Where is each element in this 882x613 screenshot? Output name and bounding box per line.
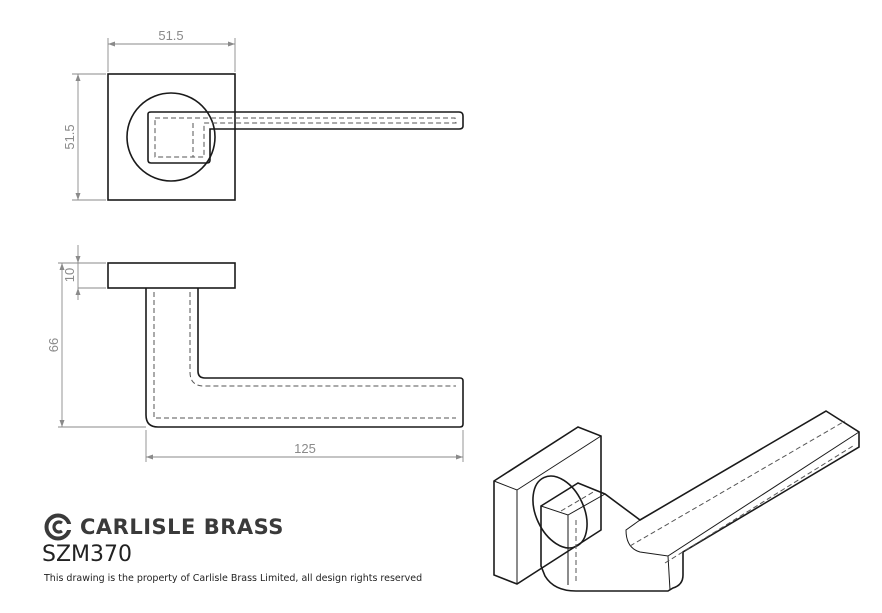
- copyright-disclaimer: This drawing is the property of Carlisle…: [44, 573, 423, 584]
- top-width-label: 51.5: [158, 28, 183, 43]
- side-height-label: 66: [46, 338, 61, 352]
- product-code: SZM370: [42, 542, 133, 567]
- carlisle-brass-logo-icon: [44, 513, 72, 541]
- rose-thickness-dimension: 10: [58, 245, 106, 300]
- lever-top-outline: [147, 111, 464, 164]
- lever-side-outline: [145, 288, 464, 428]
- top-height-dimension: 51.5: [62, 73, 106, 201]
- top-view: 51.5 51.5: [62, 28, 464, 201]
- isometric-view: [493, 410, 860, 592]
- rose-side: [107, 262, 236, 289]
- top-height-label: 51.5: [62, 124, 77, 149]
- iso-lever-outline: [540, 410, 860, 592]
- iso-lever-hidden-lines: [560, 420, 854, 584]
- brand-block: CARLISLE BRASS: [44, 512, 284, 542]
- rose-square: [107, 73, 236, 201]
- lever-length-label: 125: [294, 441, 316, 456]
- lever-top-hidden-lines: [154, 117, 457, 158]
- rose-ring: [126, 92, 216, 182]
- side-height-dimension: 66: [46, 263, 146, 428]
- brand-name: CARLISLE BRASS: [80, 515, 284, 539]
- top-width-dimension: 51.5: [107, 28, 236, 72]
- iso-rose-outline: [493, 426, 602, 585]
- lever-side-hidden-outer: [153, 292, 456, 419]
- lever-side-hidden-inner: [189, 292, 456, 387]
- side-view: 10 66 125: [46, 245, 464, 462]
- rose-thickness-label: 10: [62, 268, 77, 282]
- lever-length-dimension: 125: [145, 430, 464, 462]
